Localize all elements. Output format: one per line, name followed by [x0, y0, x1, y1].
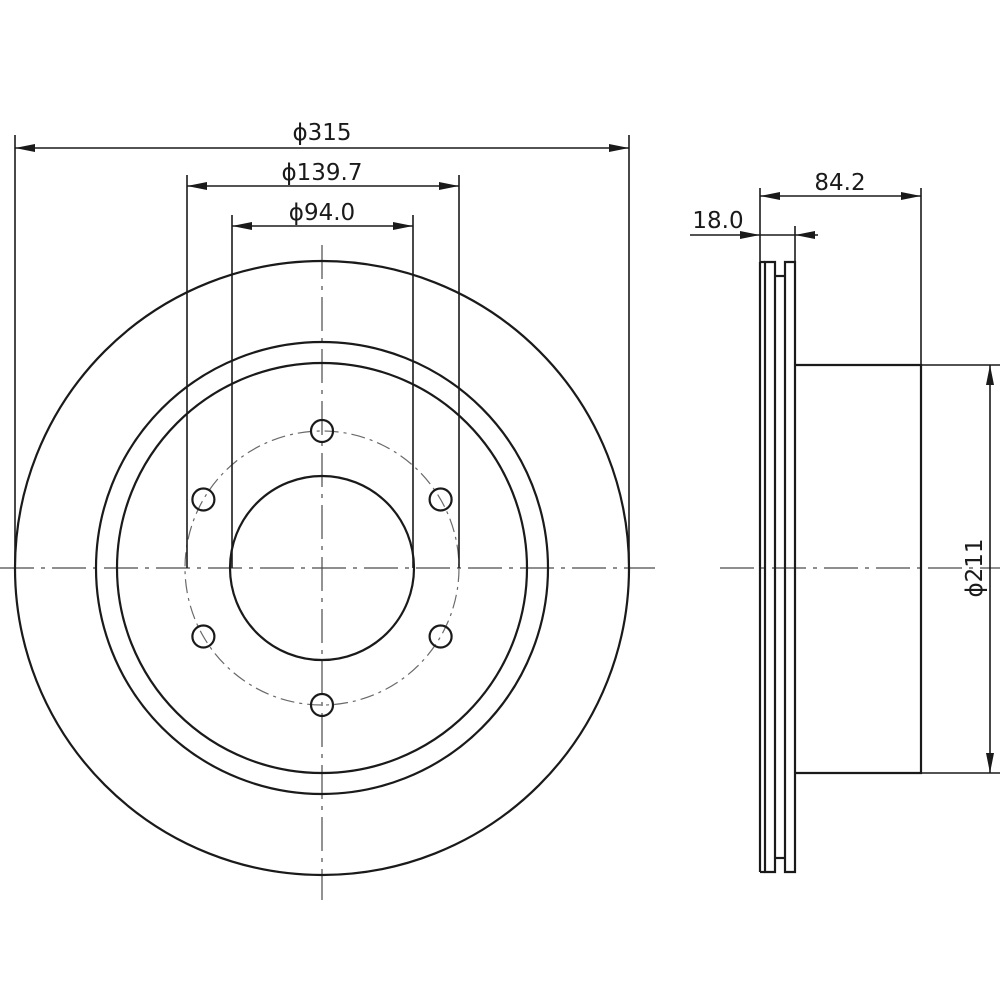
dimension-disc-thickness: 18.0: [690, 208, 818, 239]
disc-thickness-label: 18.0: [692, 208, 743, 234]
dimension-outer-diameter: ϕ315: [15, 120, 629, 152]
side-view: 84.2 18.0 ϕ211: [690, 170, 1000, 874]
disc-inner-profile: [783, 260, 797, 874]
center-bore: [228, 474, 416, 662]
outer-diameter-label: ϕ315: [292, 120, 351, 146]
bolt-holes: [191, 418, 453, 718]
dimension-hat-diameter: ϕ211: [962, 365, 994, 773]
bolt-hole: [309, 418, 335, 444]
bolt-hole: [191, 487, 216, 512]
hat-profile: [795, 363, 923, 775]
bolt-hole: [428, 624, 453, 649]
bolt-hole: [428, 487, 453, 512]
bolt-circle-diameter-label: ϕ139.7: [281, 160, 362, 186]
disc-outer-profile: [763, 260, 777, 874]
hat-outer-edge: [115, 361, 529, 775]
total-height-label: 84.2: [814, 170, 865, 196]
hat-diameter-label: ϕ211: [962, 538, 988, 597]
center-bore-diameter-label: ϕ94.0: [289, 200, 355, 226]
front-view: ϕ315 ϕ139.7 ϕ94.0: [0, 120, 655, 900]
dimension-total-height: 84.2: [760, 170, 921, 200]
dimension-bolt-circle: ϕ139.7: [187, 160, 459, 190]
dimension-center-bore: ϕ94.0: [232, 200, 413, 230]
friction-ring-inner-edge: [94, 340, 550, 796]
bolt-hole: [191, 624, 216, 649]
bolt-hole: [309, 692, 335, 718]
